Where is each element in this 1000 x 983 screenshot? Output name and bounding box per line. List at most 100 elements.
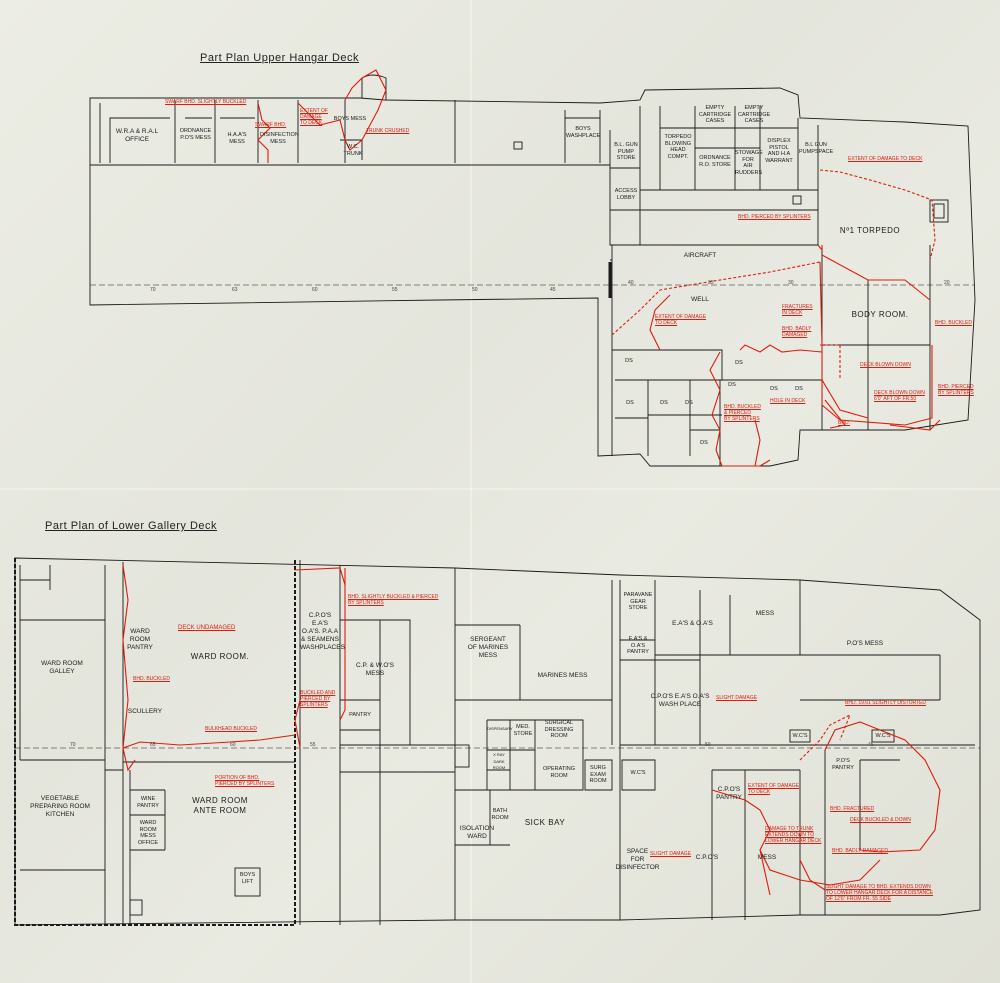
damage-note: FRACTURES IN DECK	[782, 304, 813, 316]
damage-note: BHD. PIERCED BY SPLINTERS	[738, 214, 811, 220]
frame-number: 40	[628, 280, 634, 286]
damage-note: BUCKLED AND PIERCED BY SPLINTERS	[300, 690, 336, 708]
damage-note: BHD. 19.61 SLIGHTLY DISTORTED	[845, 700, 927, 706]
compartment-label: BOYS LIFT	[239, 872, 256, 885]
damage-note: SWARF BHD.	[255, 122, 287, 128]
compartment-label: W.R.A & R.A.L OFFICE	[115, 128, 159, 143]
damage-note: EXTENT OF DAMAGE TO DECK	[748, 783, 800, 795]
compartment-label: WARD ROOM.	[190, 652, 250, 661]
compartment-label: SICK BAY	[524, 818, 566, 827]
compartment-label: SCULLERY	[127, 708, 163, 715]
compartment-label: X RAY DARK ROOM	[492, 752, 506, 770]
compartment-label: Nº1 TORPEDO	[839, 226, 901, 235]
frame-number: 60	[230, 742, 236, 748]
compartment-label: TORPEDO BLOWING HEAD COMPT.	[664, 134, 692, 160]
frame-number: 63	[232, 287, 238, 293]
compartment-label: E.A'S & O.A'S	[672, 620, 713, 627]
lower-hull-outline	[14, 557, 981, 926]
frame-number: 70	[150, 287, 156, 293]
compartment-label: C.P.O'S E.A'S O.A'S. P.A.A & SEAMENS WAS…	[300, 612, 345, 651]
lower-plan-title: Part Plan of Lower Gallery Deck	[45, 520, 218, 532]
damage-note: DAMAGE TO TRUNK EXTENDS DOWN TO LOWER HA…	[765, 826, 822, 844]
compartment-label: OPERATING ROOM	[543, 766, 575, 779]
upper-hull-outline	[89, 87, 976, 467]
compartment-label: P.O'S PANTRY	[832, 758, 854, 771]
damage-note: SLIGHT DAMAGE TO BHD. EXTENDS DOWN TO LO…	[826, 884, 934, 902]
compartment-label: DS	[728, 382, 736, 388]
compartment-label: VEGETABLE PREPARING ROOM KITCHEN	[30, 795, 90, 818]
lower-boundary-dashed	[14, 558, 296, 926]
compartment-label: DS	[735, 360, 743, 366]
damage-note: BULKHEAD BUCKLED	[205, 726, 257, 732]
damage-note: EXTENT OF DAMAGE TO DECK	[655, 314, 707, 326]
upper-plan-title: Part Plan Upper Hangar Deck	[200, 52, 360, 64]
damage-note: BHD. BUCKLED	[133, 676, 170, 682]
frame-number: 70	[70, 742, 76, 748]
compartment-label: DS	[685, 400, 693, 406]
compartment-label: DISPLEX PISTOL AND H.A WARRANT	[765, 138, 793, 164]
frame-number: 60	[312, 287, 318, 293]
compartment-label: WARD ROOM PANTRY	[127, 628, 153, 651]
compartment-label: MED. STORE	[513, 724, 533, 737]
upper-trunk-outline	[361, 74, 387, 100]
compartment-label: BOYS WASHPLACE	[565, 126, 601, 139]
compartment-label: MESS	[757, 854, 777, 861]
compartment-label: PANTRY	[349, 712, 371, 718]
compartment-label: H.A.A'S MESS	[227, 132, 247, 145]
compartment-label: DISPENSARY	[487, 726, 513, 731]
damage-note: SLIGHT DAMAGE	[716, 695, 758, 701]
compartment-label: STOWAGE FOR AIR RUDDERS	[735, 150, 763, 176]
frame-number: 55	[392, 287, 398, 293]
compartment-label: SURG EXAM ROOM	[589, 765, 607, 784]
damage-note: DECK BLOWN DOWN 6'0" AFT OF FR.50	[874, 390, 925, 402]
compartment-label: DS	[700, 440, 708, 446]
compartment-label: DS	[625, 358, 633, 364]
compartment-label: DS	[795, 386, 803, 392]
compartment-label: ORDNANCE P.O'S MESS	[179, 128, 212, 141]
damage-note: EXTENT OF DAMAGE TO DECK	[300, 108, 328, 126]
compartment-label: WARD ROOM ANTE ROOM	[192, 796, 248, 815]
damage-note: SLIGHT DAMAGE	[650, 851, 692, 857]
compartment-label: C.P. & W.O'S MESS	[356, 662, 394, 677]
damage-note: TRUNK CRUSHED	[366, 128, 410, 134]
frame-number: 35	[708, 280, 714, 286]
compartment-label: E.A'S & O.A'S PANTRY	[627, 636, 649, 655]
compartment-label: BOYS MESS	[333, 116, 367, 122]
compartment-label: WINE PANTRY	[137, 796, 159, 809]
compartment-label: DS	[770, 386, 778, 392]
frame-number: 45	[868, 742, 874, 748]
paper-fold	[470, 0, 472, 983]
damage-note: BHD.	[838, 420, 850, 426]
compartment-label: BATH ROOM	[491, 808, 509, 821]
frame-number: 50	[472, 287, 478, 293]
compartment-label: C.P.O'S PANTRY	[716, 786, 742, 801]
compartment-label: SURGICAL DRESSING ROOM	[544, 720, 574, 739]
compartment-label: SPACE FOR DISINFECTOR	[615, 848, 660, 871]
compartment-label: B.L. GUN PUMP STORE	[614, 142, 638, 161]
damage-note: PORTION OF BHD. PIERCED BY SPLINTERS	[215, 775, 275, 787]
compartment-label: DS	[626, 400, 634, 406]
compartment-label: W.C. TRUNK	[343, 144, 363, 157]
damage-note: BHD. BUCKLED & PIERCED BY SPLINTERS	[724, 404, 761, 422]
damage-note: BHD. BADLY DAMAGED	[832, 848, 888, 854]
compartment-label: DS	[660, 400, 668, 406]
compartment-label: EMPTY CARTRIDGE CASES	[737, 105, 771, 124]
compartment-label: ORDNANCE R.O. STORE	[699, 155, 731, 168]
compartment-label: EMPTY CARTRIDGE CASES	[698, 105, 732, 124]
damage-note: HOLE IN DECK	[770, 398, 806, 404]
frame-number: 45	[550, 287, 556, 293]
compartment-label: B.L GUN PUMPSPACE	[799, 142, 834, 155]
compartment-label: ACCESS LOBBY	[614, 188, 638, 201]
compartment-label: SERGEANT OF MARINES MESS	[467, 636, 509, 659]
damage-note: EXTENT OF DAMAGE TO DECK	[848, 156, 923, 162]
damage-note: DECK BLOWN DOWN	[860, 362, 911, 368]
compartment-label: C.P.O'S	[695, 854, 719, 861]
compartment-label: P.O'S MESS	[846, 640, 884, 647]
compartment-label: ISOLATION WARD	[459, 825, 495, 840]
damage-note: SWARF BHD. SLIGHTLY BUCKLED	[165, 99, 247, 105]
damage-note: DECK BUCKLED & DOWN	[850, 817, 911, 823]
compartment-label: MARINES MESS	[537, 672, 588, 679]
compartment-label: WARD ROOM GALLEY	[41, 660, 83, 675]
